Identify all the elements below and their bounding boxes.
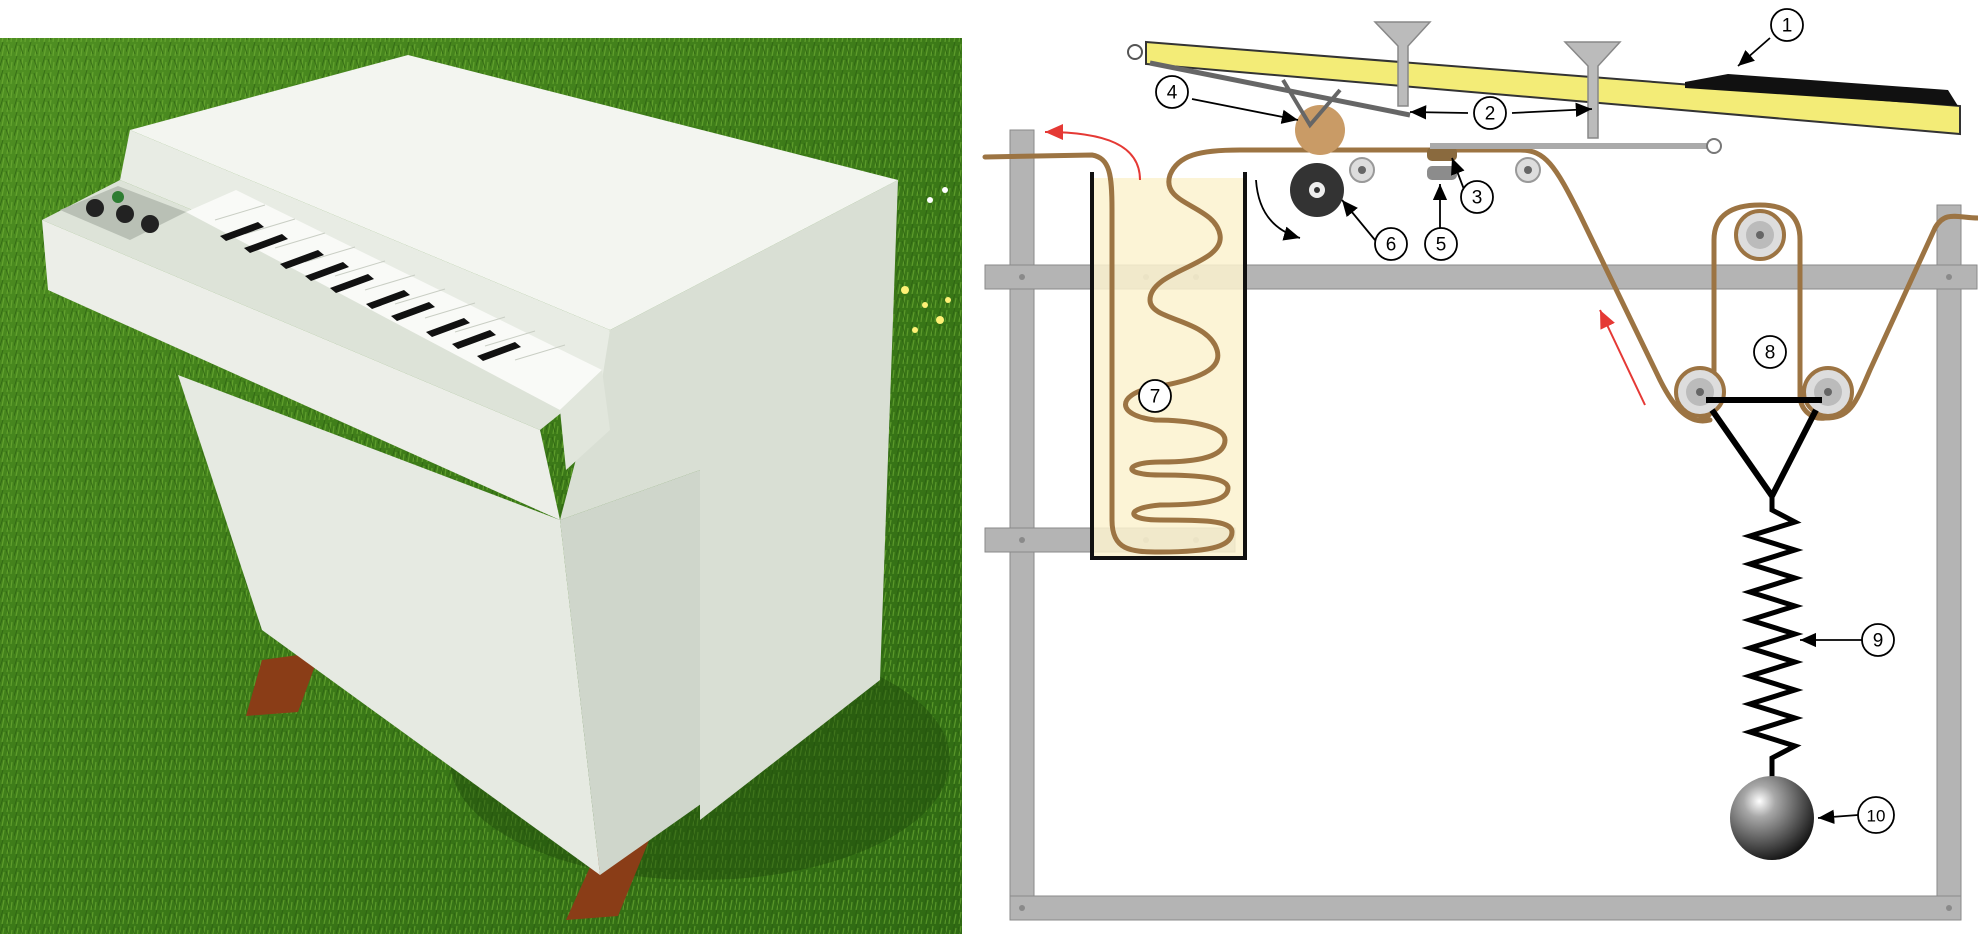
- frame-left-post: [1009, 129, 1035, 921]
- capstan: [1290, 163, 1344, 217]
- callout-1: 1: [1770, 8, 1804, 42]
- wood-leg-right: [566, 838, 650, 920]
- pinch-arm-hook: [1281, 78, 1342, 129]
- wood-leg-left: [246, 652, 320, 716]
- svg-text:1: 1: [1782, 16, 1793, 37]
- guide-posts: [1373, 21, 1622, 139]
- callout-9: 9: [1861, 623, 1895, 657]
- lower-cabinet-side: [560, 470, 718, 875]
- spring-icon: [1741, 496, 1804, 780]
- callout-6: 6: [1374, 227, 1408, 261]
- front-panel: [42, 220, 560, 520]
- svg-text:2: 2: [1485, 104, 1496, 125]
- svg-text:3: 3: [1472, 188, 1483, 209]
- pressure-arm-pivot: [1706, 138, 1722, 154]
- keyboard-bed: [42, 180, 602, 430]
- tape-direction-arrow: [1599, 309, 1646, 406]
- callout-7: 7: [1138, 379, 1172, 413]
- tension-triangle: [1706, 397, 1822, 498]
- instrument-photo: [0, 38, 962, 934]
- knob-2: [116, 205, 134, 223]
- tape-return-arrow: [1044, 124, 1141, 181]
- svg-text:4: 4: [1167, 83, 1178, 104]
- callout-3: 3: [1460, 180, 1494, 214]
- tape-path: [982, 147, 1978, 555]
- flowers: [901, 187, 951, 333]
- callout-8: 8: [1753, 335, 1787, 369]
- knob-3: [141, 215, 159, 233]
- svg-text:6: 6: [1386, 235, 1397, 256]
- playback-head-base: [1427, 166, 1457, 180]
- callout-markers: 1 2 3 4 5 6 7: [1138, 8, 1895, 834]
- cabinet-side: [560, 180, 898, 820]
- white-key-lines: [214, 204, 566, 361]
- knob-4: [112, 191, 124, 203]
- playback-head: [1427, 147, 1457, 161]
- callout-4: 4: [1155, 75, 1189, 109]
- pinch-arm: [1149, 60, 1411, 118]
- lower-cabinet-front: [178, 375, 600, 875]
- callout-2: 2: [1473, 96, 1507, 130]
- cabinet-lid: [130, 55, 898, 330]
- key-pivot: [1127, 44, 1143, 60]
- svg-text:5: 5: [1436, 235, 1447, 256]
- capstan-rotation-arrow: [1255, 179, 1301, 241]
- weight-ball-icon: [1730, 776, 1814, 860]
- svg-text:10: 10: [1867, 807, 1886, 826]
- knob-1: [86, 199, 104, 217]
- keyboard-cheek: [560, 370, 610, 470]
- black-keys: [220, 222, 521, 361]
- svg-text:9: 9: [1873, 631, 1884, 652]
- frame-right-post: [1936, 204, 1962, 921]
- callout-leaders: [1191, 37, 1862, 824]
- key-black-top: [1685, 74, 1958, 106]
- callout-5: 5: [1424, 227, 1458, 261]
- callout-10: 10: [1857, 796, 1895, 834]
- tape-bin-walls: [1090, 172, 1247, 560]
- mechanism-diagram: 1 2 3 4 5 6 7: [982, 8, 1978, 921]
- svg-text:8: 8: [1765, 343, 1776, 364]
- svg-text:7: 7: [1150, 387, 1161, 408]
- frame-bottom-rail: [1009, 895, 1962, 921]
